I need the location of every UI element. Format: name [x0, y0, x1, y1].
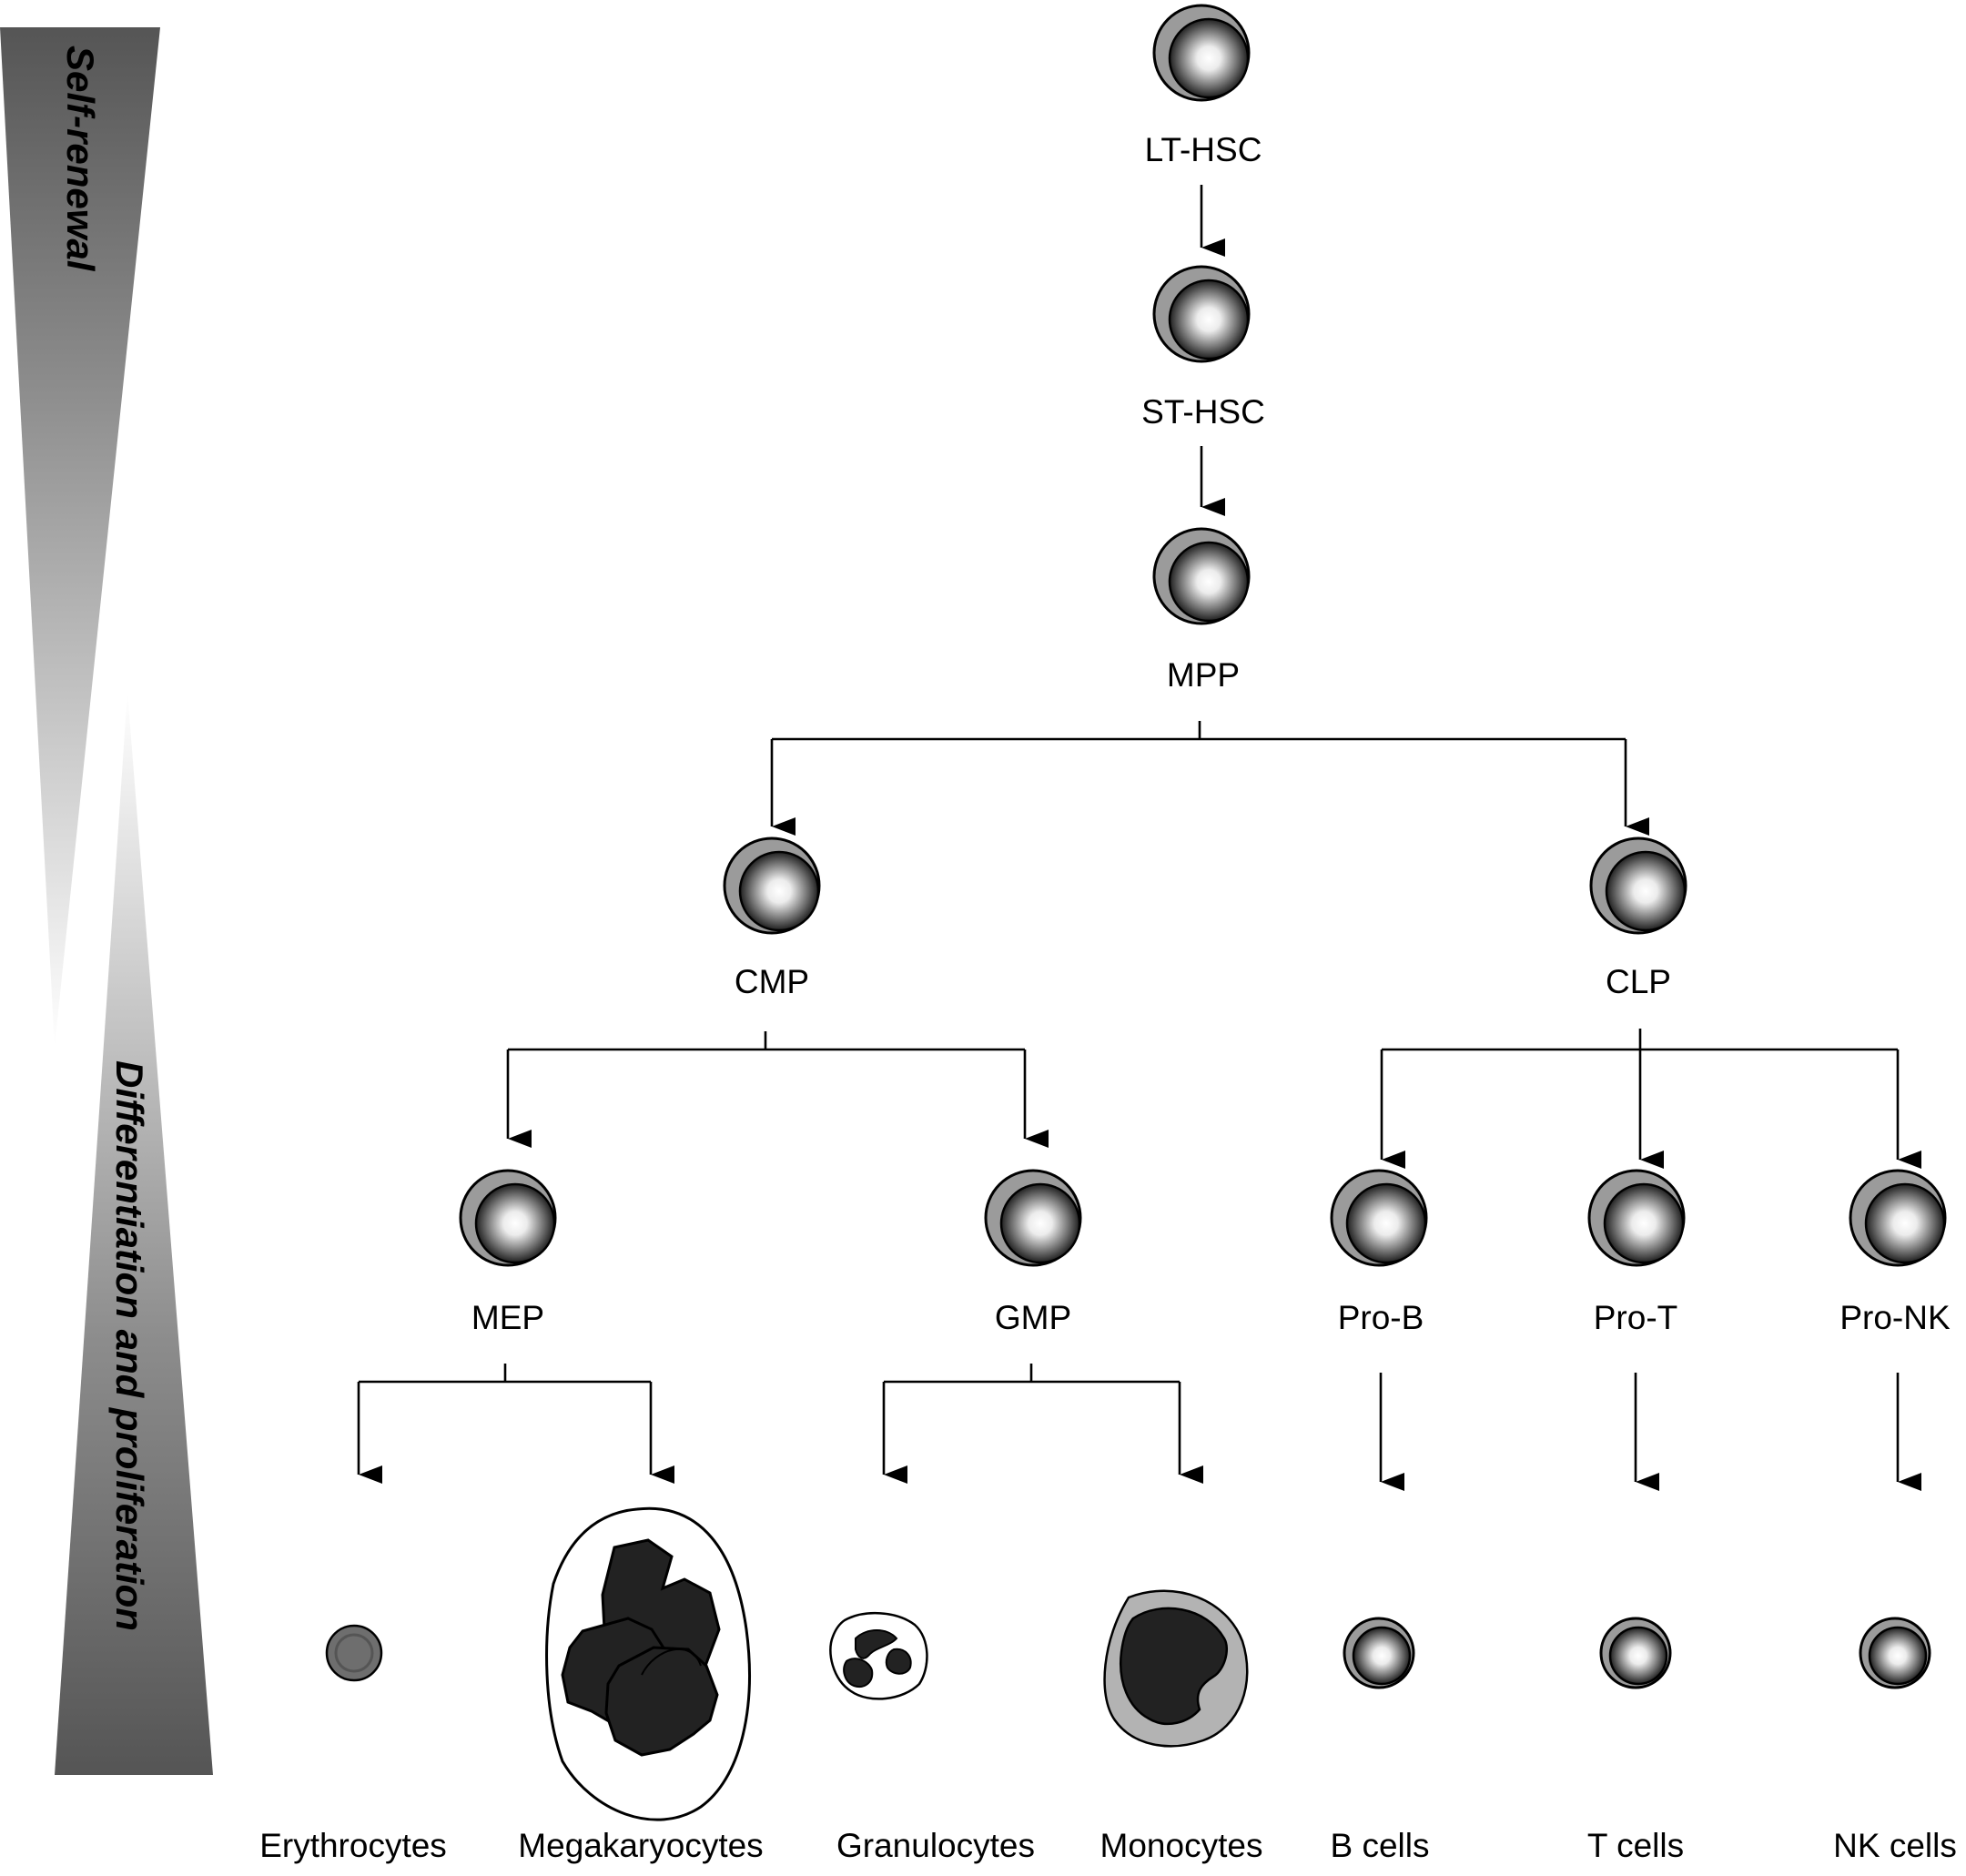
t-cells-label: T cells — [1587, 1827, 1684, 1864]
mpp-branch-arrows — [770, 721, 1649, 836]
erythrocytes-label: Erythrocytes — [259, 1827, 447, 1864]
self-renewal-wedge — [0, 27, 160, 1047]
pro-t-label: Pro-T — [1594, 1299, 1678, 1336]
mep-cell-icon — [459, 1169, 557, 1267]
nk-cells-label: NK cells — [1833, 1827, 1957, 1864]
nk-cell-icon — [1859, 1617, 1931, 1689]
gmp-label: GMP — [995, 1299, 1071, 1336]
granulocytes-label: Granulocytes — [836, 1827, 1035, 1864]
clp-branch-arrows — [1380, 1029, 1921, 1169]
monocyte-icon — [1103, 1589, 1249, 1748]
cmp-cell-icon — [723, 837, 821, 935]
mpp-cell-icon — [1152, 527, 1251, 625]
cmp-label: CMP — [735, 963, 809, 1000]
pro-nk-label: Pro-NK — [1839, 1299, 1951, 1336]
differentiation-label: Differentiation and proliferation — [108, 1060, 151, 1631]
lt-hsc-label: LT-HSC — [1145, 131, 1262, 168]
self-renewal-label: Self-renewal — [59, 46, 102, 272]
megakaryocytes-label: Megakaryocytes — [518, 1827, 763, 1864]
st-hsc-cell-icon — [1152, 265, 1251, 363]
pro-nk-cell-icon — [1849, 1169, 1947, 1267]
st-hsc-label: ST-HSC — [1141, 393, 1265, 431]
mep-label: MEP — [471, 1299, 544, 1336]
b-cells-label: B cells — [1331, 1827, 1430, 1864]
pro-b-label: Pro-B — [1338, 1299, 1424, 1336]
gmp-branch-arrows — [882, 1364, 1203, 1484]
cmp-branch-arrows — [506, 1031, 1049, 1148]
monocytes-label: Monocytes — [1100, 1827, 1263, 1864]
clp-label: CLP — [1606, 963, 1671, 1000]
megakaryocyte-icon — [545, 1506, 751, 1821]
b-cell-icon — [1343, 1617, 1415, 1689]
erythrocyte-icon — [325, 1624, 383, 1682]
clp-cell-icon — [1589, 837, 1687, 935]
mep-branch-arrows — [357, 1364, 674, 1484]
pro-t-cell-icon — [1587, 1169, 1686, 1267]
granulocyte-icon — [829, 1612, 928, 1700]
mpp-label: MPP — [1167, 656, 1240, 694]
lt-hsc-cell-icon — [1152, 4, 1251, 102]
t-cell-icon — [1599, 1617, 1672, 1689]
differentiation-wedge — [55, 692, 213, 1775]
gmp-cell-icon — [984, 1169, 1082, 1267]
pro-b-cell-icon — [1330, 1169, 1428, 1267]
